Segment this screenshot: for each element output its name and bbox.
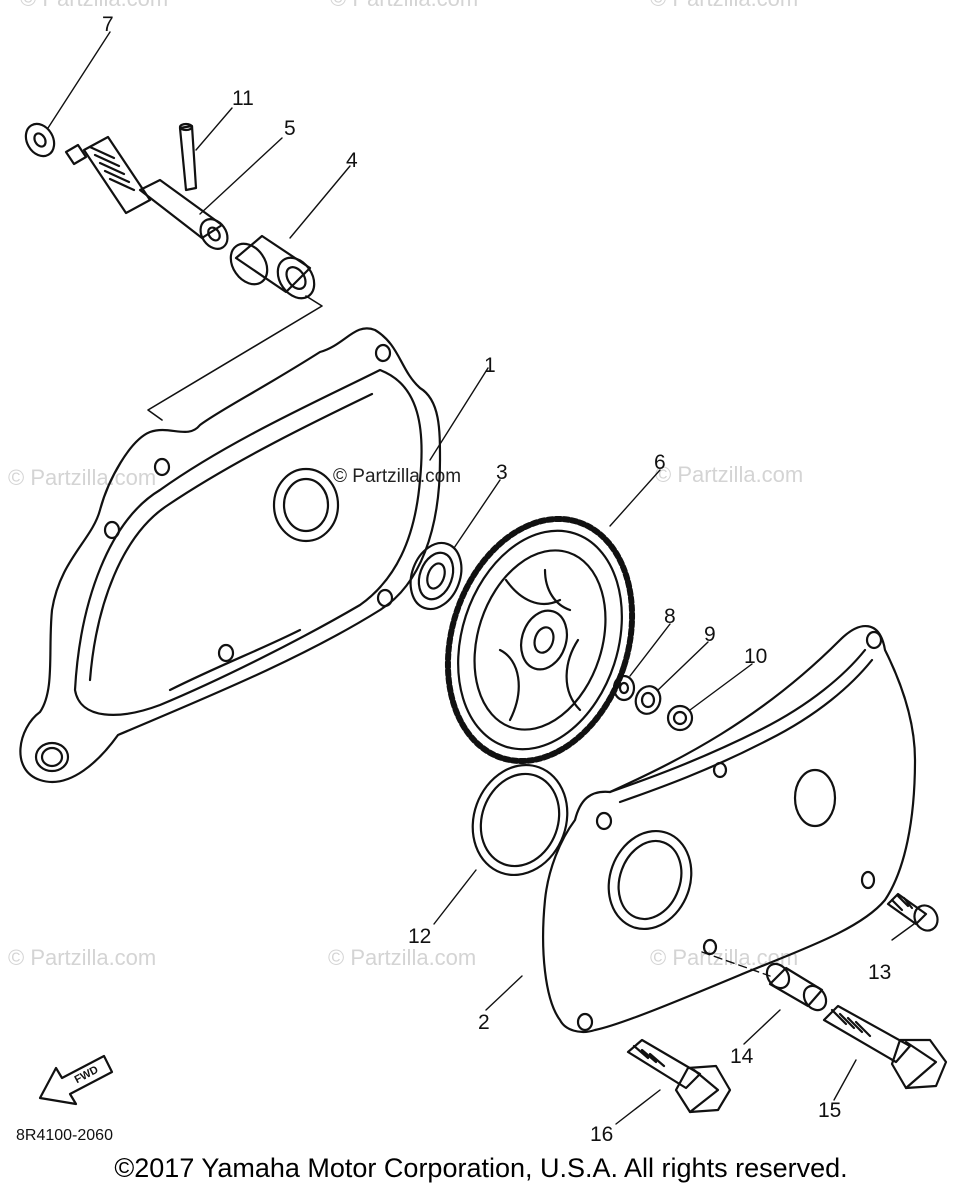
part-15-bolt: [822, 1004, 948, 1090]
callout-2: 2: [478, 1011, 490, 1034]
part-7-washer: [24, 122, 56, 158]
part-9-washer: [634, 685, 662, 715]
part-16-bolt: [626, 1038, 732, 1114]
watermark: © Partzilla.com: [328, 945, 477, 970]
part-11-pin: [178, 122, 198, 192]
watermark: © Partzilla.com: [8, 945, 157, 970]
callout-4: 4: [346, 149, 358, 172]
callout-3: 3: [496, 461, 508, 484]
callout-6: 6: [654, 451, 666, 474]
callout-7: 7: [102, 13, 114, 36]
callout-12: 12: [408, 925, 432, 948]
part-12-o-ring: [471, 763, 569, 877]
watermark: © Partzilla.com: [650, 945, 799, 970]
callout-11: 11: [232, 87, 254, 110]
part-13-screw: [886, 892, 939, 932]
part-2-cover: [542, 624, 917, 1034]
part-8-nut: [612, 674, 636, 702]
watermark: © Partzilla.com: [650, 0, 798, 12]
part-14-collar: [765, 962, 828, 1012]
callout-8: 8: [664, 605, 676, 628]
fwd-arrow-icon: [38, 1054, 114, 1106]
callout-16: 16: [590, 1123, 614, 1146]
callout-15: 15: [818, 1099, 842, 1122]
watermark: © Partzilla.com: [655, 462, 804, 487]
copyright-footer: ©2017 Yamaha Motor Corporation, U.S.A. A…: [114, 1153, 848, 1183]
watermark: © Partzilla.com: [330, 0, 478, 12]
part-3-bearing: [409, 541, 463, 611]
leader-lines: [47, 31, 915, 1125]
part-10-washer: [666, 704, 694, 732]
callout-1: 1: [484, 354, 496, 377]
watermark-center: © Partzilla.com: [333, 466, 462, 487]
part-6-gear: [444, 515, 636, 765]
callout-14: 14: [730, 1045, 754, 1068]
diagram-code: 8R4100-2060: [16, 1127, 113, 1144]
callout-9: 9: [704, 623, 716, 646]
part-4-bushing: [229, 234, 316, 300]
part-1-gear-case: [19, 327, 442, 783]
watermark: © Partzilla.com: [8, 465, 157, 490]
callout-5: 5: [284, 117, 296, 140]
callout-13: 13: [868, 961, 892, 984]
watermark: © Partzilla.com: [20, 0, 168, 12]
part-5-shaft: [64, 135, 229, 250]
callout-10: 10: [744, 645, 768, 668]
